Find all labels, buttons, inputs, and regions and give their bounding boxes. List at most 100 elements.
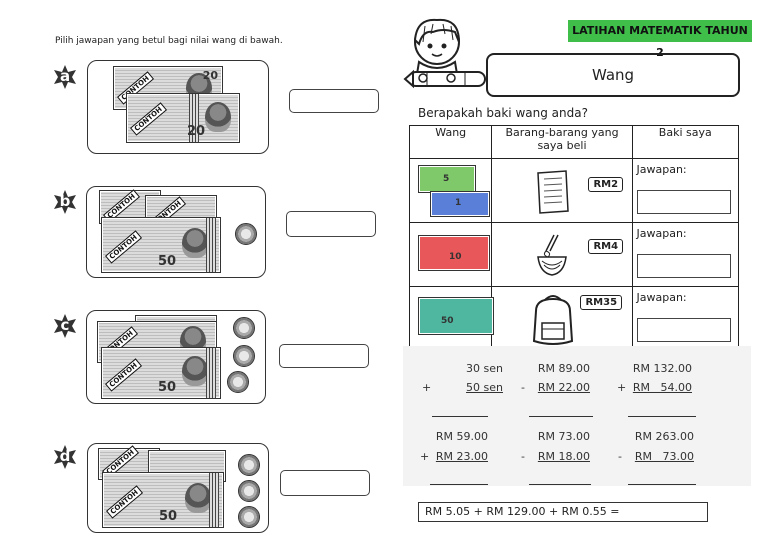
security-strip [209,473,219,527]
item-b-badge: b [52,189,78,215]
answer-input-box[interactable] [636,190,731,214]
note-value: 5 [443,174,450,184]
column-header: Wang [408,125,493,159]
contoh-stamp: CONTOH [106,485,143,519]
item-cell: RM35 [491,286,633,351]
money-cell: 50 [408,286,494,351]
sum-operator: + [617,381,627,394]
coin-icon [238,506,260,528]
security-strip [189,94,199,142]
item-a-badge: a [52,64,78,90]
sum-operator: - [521,381,525,394]
item-letter: c [60,316,70,334]
answer-cell: Jawapan: [631,286,740,351]
answer-line [529,416,593,417]
portrait-icon [182,356,208,386]
answer-line [529,484,591,485]
contoh-stamp: CONTOH [105,230,142,264]
price-tag: RM4 [588,239,624,254]
sum-bottom: RM 22.00 [537,381,590,394]
sum-bottom: 50 sen [466,381,503,394]
note-value: 10 [449,252,462,262]
item-d-badge: d [52,444,78,470]
backpack-icon [533,295,574,345]
answer-line [432,416,488,417]
portrait-icon [182,228,208,258]
money-cell: 5 1 [408,158,493,223]
answer-line [628,416,696,417]
sum-bottom: RM 23.00 [435,450,488,463]
shopping-table: Wang Barang-barang yang saya beli Baki s… [408,125,740,351]
column-header: Baki saya [631,125,740,159]
coin-icon [235,223,257,245]
column-header: Barang-barang yang saya beli [491,125,633,159]
sum-operator: + [420,450,430,463]
answer-label: Jawapan: [636,291,687,304]
banknote: 50 [418,297,494,335]
answer-line [430,484,488,485]
banknote: 10 [418,235,490,271]
money-tray-b: CONTOH CONTOH CONTOH 50 [86,186,266,278]
note-value: 50 [158,380,177,395]
banknote: 1 [430,191,490,217]
sum-bottom: RM 73.00 [634,450,694,463]
security-strip [206,218,216,272]
answer-box-b[interactable] [286,211,376,237]
sum-top: RM 89.00 [537,362,590,375]
money-tray-d: CONTOH CONTOH 50 [87,443,269,533]
banknote: 5 [418,165,476,193]
answer-box-c[interactable] [279,344,369,368]
note-value: 50 [158,254,177,269]
star-badge-icon [54,445,76,469]
equation-box[interactable]: RM 5.05 + RM 129.00 + RM 0.55 = [418,502,708,522]
portrait-icon [185,483,211,513]
contoh-stamp: CONTOH [130,102,167,136]
noodle-bowl-icon [537,234,568,276]
note-value: 1 [455,198,462,208]
coin-icon [238,480,260,502]
sum-top: 30 sen [466,362,503,375]
portrait-icon [205,102,231,132]
sum-operator: + [422,381,432,394]
answer-box-d[interactable] [280,470,370,496]
question-text: Berapakah baki wang anda? [418,106,588,120]
banknote: CONTOH 50 [101,217,221,273]
star-badge-icon [54,314,76,338]
coin-icon [227,371,249,393]
money-cell: 10 [408,222,493,287]
note-value: 50 [441,316,454,326]
worksheet-header-tag: LATIHAN MATEMATIK TAHUN 2 [568,20,752,59]
table-row: 5 1 RM2 Jawapan: [408,158,740,223]
answer-cell: Jawapan: [631,222,740,287]
coin-icon [233,345,255,367]
answer-line [628,484,696,485]
sum-top: RM 263.00 [634,430,694,443]
item-letter: a [59,67,71,85]
instruction-text: Pilih jawapan yang betul bagi nilai wang… [55,36,283,46]
banknote: CONTOH 50 [101,347,221,399]
answer-cell: Jawapan: [631,158,740,223]
sum-operator: - [618,450,622,463]
book-icon [537,170,570,214]
sum-bottom: RM 18.00 [537,450,590,463]
star-badge-icon [54,65,76,89]
note-value: 20 [202,69,218,82]
answer-box-a[interactable] [289,89,379,113]
answer-input-box[interactable] [636,318,731,342]
table-row: 10 RM4 Jawapan: [408,222,740,287]
sum-operator: - [521,450,525,463]
answer-label: Jawapan: [636,227,687,240]
item-c-badge: c [52,313,78,339]
answer-input-box[interactable] [636,254,731,278]
item-letter: b [59,192,71,210]
money-tray-a: CONTOH 20 CONTOH 20 [87,60,269,154]
star-badge-icon [54,190,76,214]
table-row: 50 RM35 Jawapan: [408,286,740,351]
girl-with-pencil-icon [403,18,486,89]
note-value: 50 [159,509,178,524]
answer-label: Jawapan: [636,163,687,176]
item-cell: RM4 [491,222,633,287]
sum-top: RM 73.00 [537,430,590,443]
item-cell: RM2 [491,158,633,223]
sum-top: RM 132.00 [632,362,692,375]
